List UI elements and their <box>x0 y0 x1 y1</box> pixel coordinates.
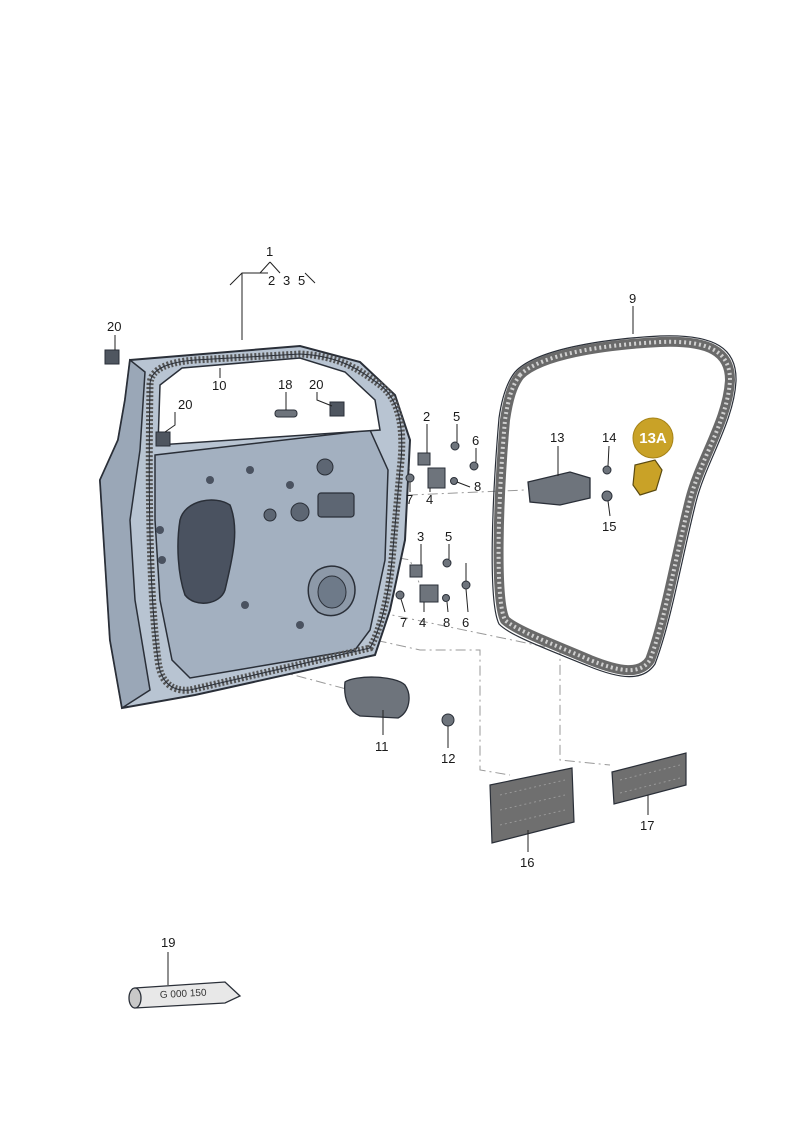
handle-bolt-12 <box>441 713 455 727</box>
door-seal-9-texture <box>496 339 733 673</box>
callout-4-top: 4 <box>426 492 433 507</box>
inner-hole-8 <box>206 476 214 484</box>
hinge-bot-plate <box>419 584 439 603</box>
callout-4-bot: 4 <box>419 615 426 630</box>
inner-hole-6 <box>156 526 164 534</box>
bolt-bot-5 <box>442 558 452 568</box>
hinge-top-bracket <box>417 452 431 466</box>
window-frame <box>157 357 381 446</box>
inner-module-block <box>317 492 355 518</box>
pad-16 <box>489 767 575 844</box>
badge-13a-label: 13A <box>639 430 667 447</box>
plug-18 <box>274 409 298 418</box>
speaker-ring <box>317 575 347 609</box>
bolt-14 <box>602 465 612 475</box>
inner-seal-10-outline <box>148 353 403 691</box>
callout-20-left: 20 <box>107 319 121 334</box>
door-seal-9-outline-outer <box>491 335 737 678</box>
inner-cutout-left <box>177 499 236 604</box>
callout-14: 14 <box>602 430 616 445</box>
part-13a <box>632 459 663 496</box>
screw-15 <box>601 490 613 502</box>
pad-17 <box>611 752 687 805</box>
callout-20-mid: 20 <box>178 397 192 412</box>
door-edge <box>99 358 151 710</box>
callout-1: 1 <box>266 244 273 259</box>
callout-1-sub-5: 5 <box>298 273 305 288</box>
callout-6-bot: 6 <box>462 615 469 630</box>
adhesive-tube-19 <box>128 981 242 1009</box>
callout-18: 18 <box>278 377 292 392</box>
tube-label: G 000 150 <box>160 988 208 1001</box>
callout-2: 2 <box>423 409 430 424</box>
hinge-bottom-group <box>395 558 471 603</box>
tube-cap <box>128 987 142 1009</box>
callout-8-top: 8 <box>474 479 481 494</box>
inner-hole-2 <box>316 458 334 476</box>
callout-19: 19 <box>161 935 175 950</box>
bolt-top-8 <box>450 477 458 485</box>
pad-16-texture <box>499 779 566 826</box>
callout-12: 12 <box>441 751 455 766</box>
callout-7-top: 7 <box>406 492 413 507</box>
badge-13a[interactable]: 13A <box>632 417 674 459</box>
callout-labels: 1 2 3 5 20 10 18 20 20 9 2 5 6 7 4 8 3 5… <box>107 244 654 950</box>
leader-lines <box>114 261 649 985</box>
callout-8-bot: 8 <box>443 615 450 630</box>
callout-10: 10 <box>212 378 226 393</box>
badge-13a-circle <box>632 417 674 459</box>
callout-5-bot: 5 <box>445 529 452 544</box>
bolt-top-7 <box>405 473 415 483</box>
inner-hole-9 <box>246 466 254 474</box>
callout-17: 17 <box>640 818 654 833</box>
check-strap-13 <box>527 471 591 506</box>
inner-hole-1 <box>290 502 310 522</box>
callout-3-bot: 3 <box>417 529 424 544</box>
callout-6-top: 6 <box>472 433 479 448</box>
callout-11: 11 <box>375 739 389 754</box>
callout-1-sub-3: 3 <box>283 273 290 288</box>
callout-15: 15 <box>602 519 616 534</box>
pad-20-mid <box>155 431 171 447</box>
bolt-top-6 <box>469 461 479 471</box>
inner-hole-7 <box>158 556 166 564</box>
bolt-bot-6 <box>461 580 471 590</box>
pad-20-left <box>104 349 120 365</box>
callout-20-top: 20 <box>309 377 323 392</box>
hinge-bot-bracket <box>409 564 423 578</box>
bolt-bot-8 <box>442 594 450 602</box>
hinge-top-group <box>405 441 479 489</box>
bolt-bot-7 <box>395 590 405 600</box>
hinge-top-plate <box>427 467 446 489</box>
callout-13: 13 <box>550 430 564 445</box>
callout-5-top: 5 <box>453 409 460 424</box>
inner-hole-5 <box>296 621 304 629</box>
door-handle-11 <box>344 676 410 719</box>
callout-16: 16 <box>520 855 534 870</box>
inner-hole-10 <box>286 481 294 489</box>
callout-7-bot: 7 <box>400 615 407 630</box>
inner-hole-3 <box>263 508 277 522</box>
inner-hole-4 <box>241 601 249 609</box>
bolt-top-5 <box>450 441 460 451</box>
pad-17-texture <box>619 764 681 794</box>
callout-9: 9 <box>629 291 636 306</box>
callout-1-sub-2: 2 <box>268 273 275 288</box>
pad-20-top <box>329 401 345 417</box>
